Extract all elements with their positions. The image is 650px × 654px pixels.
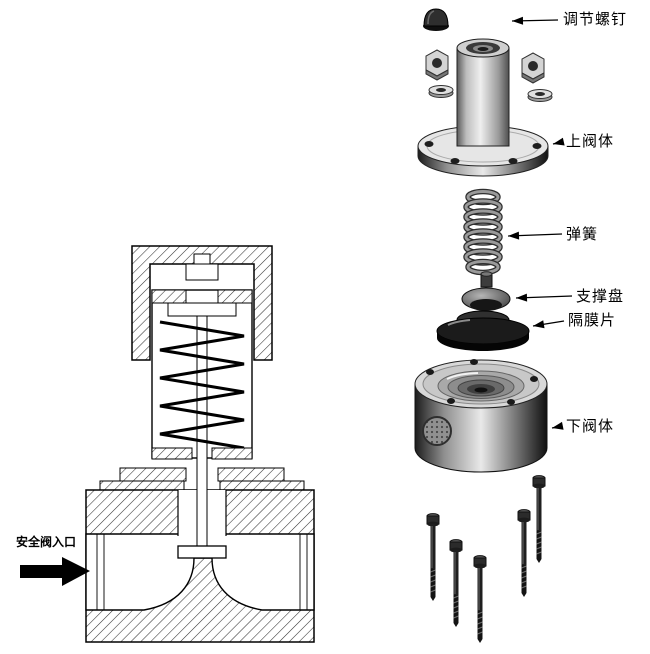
leader-diaphragm <box>532 320 565 329</box>
section-stem <box>196 315 208 549</box>
section-cap <box>131 245 273 361</box>
washer-left <box>428 85 454 98</box>
label-adjust-screw: 调节螺钉 <box>563 11 628 28</box>
leader-arrows <box>507 16 573 430</box>
leader-lower-body <box>551 421 564 430</box>
leader-upper-body <box>552 137 565 146</box>
inlet-arrow <box>20 557 90 586</box>
hex-nut-left <box>425 49 449 81</box>
washer-right <box>527 89 553 102</box>
label-upper-body: 上阀体 <box>566 133 615 150</box>
label-inlet: 安全阀入口 <box>16 535 77 549</box>
spring-part <box>463 188 503 276</box>
bolt-part <box>426 513 440 602</box>
label-diaphragm: 隔膜片 <box>568 312 617 329</box>
exploded-view-drawing <box>414 8 553 644</box>
leader-adjust-screw <box>511 16 559 25</box>
hex-nut-right <box>521 52 545 84</box>
section-spring <box>159 320 245 450</box>
bolt-part <box>532 475 546 564</box>
upper-valve-body-part <box>417 38 549 177</box>
bolt-part <box>473 555 487 644</box>
bolt-part <box>449 539 463 628</box>
bonnet-flange-left <box>99 480 185 491</box>
side-port <box>422 416 452 446</box>
support-disc-part <box>461 271 511 311</box>
label-support-disc: 支撑盘 <box>576 288 625 305</box>
bolt-part <box>517 509 531 598</box>
lower-valve-body-part <box>414 359 548 473</box>
section-valve-disc <box>177 545 227 559</box>
adjust-screw-part <box>423 8 449 31</box>
cross-section-drawing <box>85 245 315 643</box>
diaphragm-part <box>436 310 530 351</box>
bonnet-flange-right <box>219 480 305 491</box>
label-spring: 弹簧 <box>566 226 599 243</box>
label-lower-body: 下阀体 <box>566 418 615 435</box>
leader-spring <box>507 231 563 240</box>
leader-support-disc <box>515 293 573 302</box>
